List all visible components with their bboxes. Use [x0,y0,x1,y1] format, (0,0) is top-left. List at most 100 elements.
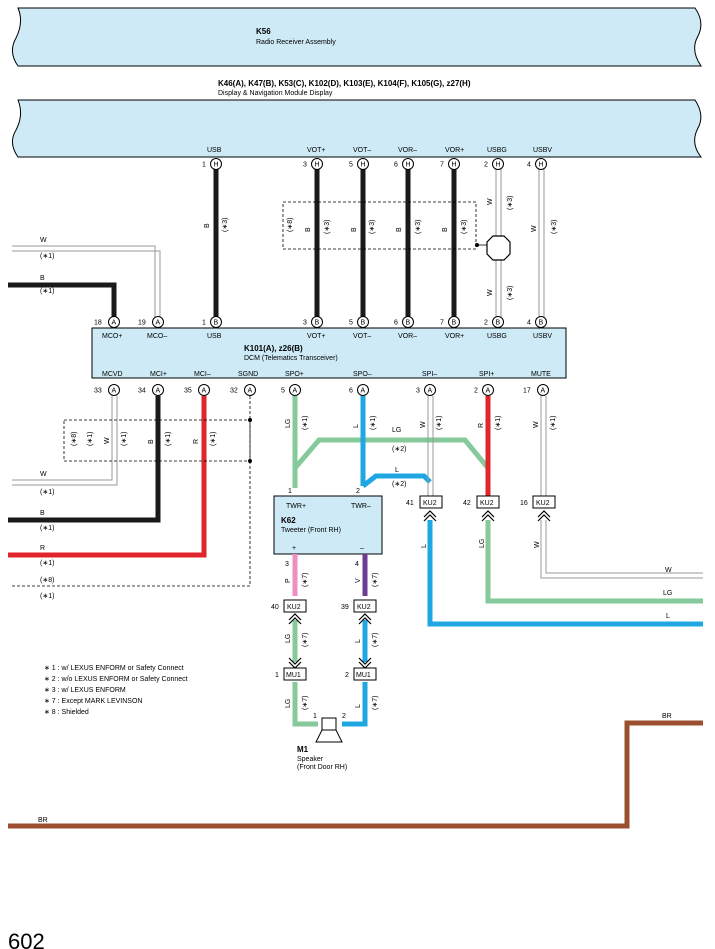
dcm-codes: K101(A), z26(B) [244,344,303,353]
svg-text:(∗7): (∗7) [302,573,309,587]
svg-text:41: 41 [406,500,414,507]
svg-text:KU2: KU2 [357,604,371,611]
svg-text:P: P [285,578,292,583]
svg-text:(∗1): (∗1) [550,416,557,430]
dcm-pin-label: VOR+ [445,333,464,340]
svg-text:(∗7): (∗7) [372,633,379,647]
display-pin-label: VOT– [353,147,371,154]
svg-text:BR: BR [38,817,48,824]
svg-text:(∗1): (∗1) [87,432,94,446]
svg-text:LG: LG [663,590,672,597]
svg-text:4: 4 [527,162,531,169]
wire-mco-plus [8,282,117,318]
svg-text:(∗1): (∗1) [210,432,217,446]
svg-text:(∗7): (∗7) [372,696,379,710]
k56-name: Radio Receiver Assembly [256,39,336,46]
dcm-bottom-pin-circles: A33 A34 A35 A32 A5 A6 A3 A2 A17 [94,384,549,396]
svg-text:R: R [193,439,200,444]
svg-text:16: 16 [520,500,528,507]
svg-text:KU2: KU2 [287,604,301,611]
svg-text:(∗2): (∗2) [392,446,406,453]
svg-text:5: 5 [349,320,353,327]
dcm-pin-label: VOT+ [307,333,325,340]
svg-text:W: W [40,237,47,244]
svg-text:B: B [204,223,211,228]
svg-text:KU2: KU2 [423,500,437,507]
ku2-39: KU2 39 [341,599,377,625]
svg-text:W: W [420,421,427,428]
svg-text:A: A [112,388,117,395]
svg-text:A: A [361,388,366,395]
svg-text:(∗1): (∗1) [302,416,309,430]
svg-text:(∗3): (∗3) [507,196,514,210]
svg-text:(∗7): (∗7) [372,573,379,587]
svg-text:6: 6 [394,162,398,169]
svg-text:(∗8): (∗8) [287,218,294,232]
svg-text:32: 32 [230,388,238,395]
k56-code: K56 [256,27,271,36]
k62-twr-minus: TWR– [351,503,371,510]
svg-text:W: W [534,541,541,548]
svg-text:R: R [40,545,45,552]
svg-text:B: B [40,275,45,282]
svg-text:(∗1): (∗1) [121,432,128,446]
dcm-pin-label: SPO– [353,371,372,378]
svg-text:B: B [442,227,449,232]
page-number: 602 [8,929,45,949]
wire-mute [540,396,547,496]
svg-text:B: B [539,320,544,327]
svg-text:39: 39 [341,604,349,611]
svg-text:A: A [156,320,161,327]
dcm-pin-label: USBG [487,333,507,340]
dcm-pin-label: SPI– [422,371,437,378]
dcm-pin-label: SGND [238,371,258,378]
svg-text:(∗1): (∗1) [40,288,54,295]
m1-pin1: 1 [313,713,317,720]
svg-text:B: B [361,320,366,327]
svg-text:W: W [533,421,540,428]
wire-l-out [427,520,703,627]
dcm-pin-label: USB [207,333,222,340]
svg-text:R: R [478,423,485,428]
k62-name: Tweeter (Front RH) [281,527,341,534]
svg-text:(∗1): (∗1) [495,416,502,430]
svg-text:B: B [214,320,219,327]
display-name: Display & Navigation Module Display [218,90,333,97]
wire-l-spk [342,682,368,727]
wire-mci-minus [8,396,207,558]
svg-text:1: 1 [202,162,206,169]
display-box [12,99,703,158]
svg-text:B: B [148,439,155,444]
ku2-41: KU2 41 [406,495,443,522]
svg-text:(∗3): (∗3) [415,220,422,234]
svg-text:7: 7 [440,320,444,327]
dcm-pin-label: MCVD [102,371,123,378]
svg-text:(∗7): (∗7) [302,696,309,710]
svg-text:(∗1): (∗1) [40,560,54,567]
svg-text:A: A [202,388,207,395]
display-pin-label: USBG [487,147,507,154]
svg-text:(∗1): (∗1) [370,416,377,430]
svg-text:A: A [293,388,298,395]
mu1-1: MU1 1 [275,657,307,681]
dcm-pin-label: VOT– [353,333,371,340]
svg-text:W: W [104,437,111,444]
svg-text:7: 7 [440,162,444,169]
k62-pin-plus: + [292,545,296,552]
dcm-pin-label: MCI– [194,371,211,378]
k62-box [273,495,383,555]
display-pin-label: VOR– [398,147,417,154]
dcm-pin-label: SPO+ [285,371,304,378]
svg-text:B: B [406,320,411,327]
svg-text:(∗3): (∗3) [222,218,229,232]
svg-text:17: 17 [523,388,531,395]
svg-text:W: W [531,225,538,232]
svg-text:(∗3): (∗3) [324,220,331,234]
speaker-icon [315,717,343,743]
m1-pin2: 2 [342,713,346,720]
svg-text:L: L [353,424,360,428]
svg-text:LG: LG [479,539,486,548]
footnotes: ∗ 1 : w/ LEXUS ENFORM or Safety Connect … [44,665,188,716]
svg-text:B: B [396,227,403,232]
k62-pin2: 2 [356,488,360,495]
